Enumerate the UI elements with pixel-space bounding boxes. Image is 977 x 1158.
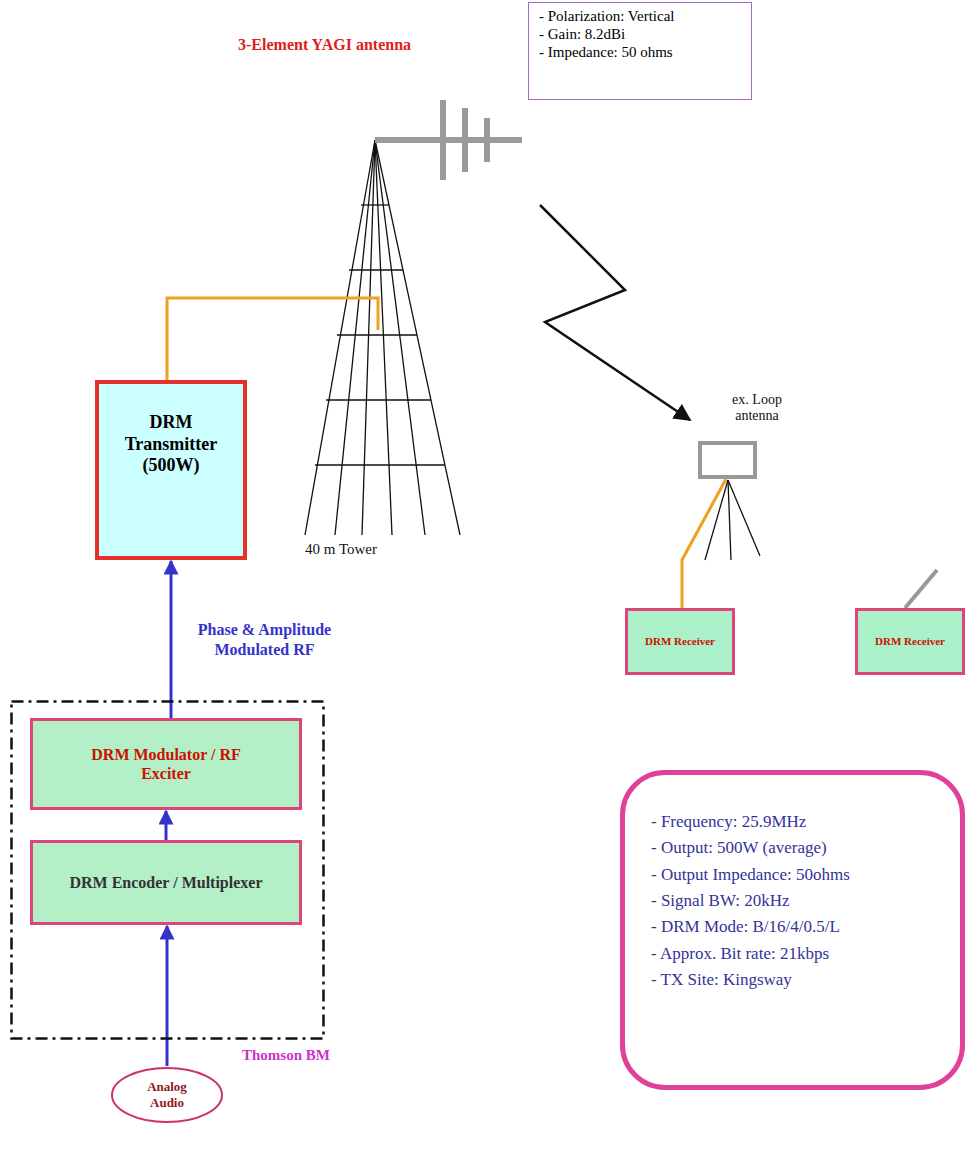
yagi-antenna [375, 100, 522, 180]
node-text: Analog Audio [132, 1079, 202, 1110]
whip-antenna [905, 570, 937, 608]
node-text: - Impedance: 50 ohms [539, 43, 741, 61]
signal-arrow [170, 561, 173, 718]
loop-antenna-label: ex. Loop antenna [712, 392, 802, 424]
antenna-label: 3-Element YAGI antenna [238, 36, 411, 54]
audio-source: Analog Audio [110, 1066, 224, 1124]
node-text: - Output: 500W (average) [651, 835, 934, 861]
transmitter-box: DRM Transmitter (500W) [95, 380, 247, 560]
receiver-box: DRM Receiver [855, 608, 965, 675]
receiver-box: DRM Receiver [625, 608, 735, 675]
loop-antenna [682, 443, 760, 608]
node-text: DRM Transmitter (500W) [109, 412, 233, 477]
node-text: DRM Receiver [645, 635, 715, 648]
tower [305, 140, 460, 535]
node-text: - Frequency: 25.9MHz [651, 809, 934, 835]
radio-link [540, 205, 690, 420]
feed-cable [167, 298, 378, 380]
signal-arrow [166, 926, 169, 1066]
spec-box: - Frequency: 25.9MHz- Output: 500W (aver… [620, 770, 965, 1090]
thomson-group: Thomson BMDRM Modulator / RF ExciterDRM … [10, 700, 325, 1040]
node-text: DRM Modulator / RF Exciter [81, 745, 251, 783]
tower-label: 40 m Tower [305, 541, 377, 558]
encoder-box: DRM Encoder / Multiplexer [30, 840, 302, 925]
node-text: DRM Encoder / Multiplexer [69, 873, 262, 892]
node-text: - TX Site: Kingsway [651, 967, 934, 993]
signal-arrow [165, 811, 168, 840]
node-text: - Approx. Bit rate: 21kbps [651, 941, 934, 967]
antenna-spec-box: - Polarization: Vertical- Gain: 8.2dBi- … [528, 2, 752, 100]
node-text: - Gain: 8.2dBi [539, 25, 741, 43]
modulator-box: DRM Modulator / RF Exciter [30, 718, 302, 810]
group-heading: Thomson BM [242, 1046, 330, 1064]
node-text: - DRM Mode: B/16/4/0.5/L [651, 914, 934, 940]
node-text: - Output Impedance: 50ohms [651, 862, 934, 888]
node-text: DRM Receiver [875, 635, 945, 648]
node-text: - Polarization: Vertical [539, 7, 741, 25]
edge-label: Phase & Amplitude Modulated RF [177, 620, 352, 658]
node-text: - Signal BW: 20kHz [651, 888, 934, 914]
